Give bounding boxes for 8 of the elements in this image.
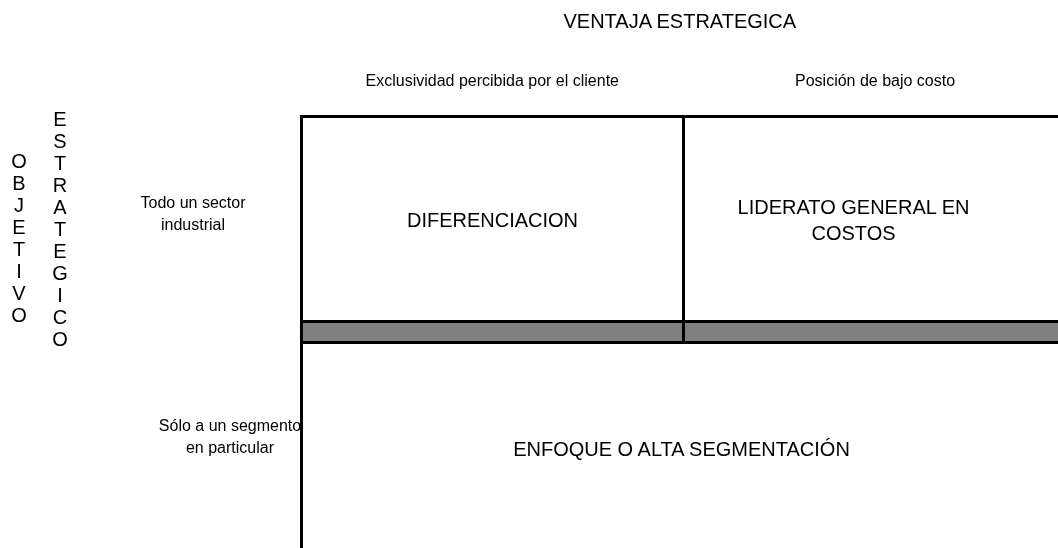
column-header: Posición de bajo costo xyxy=(795,72,956,90)
strategy-cell: ENFOQUE O ALTA SEGMENTACIÓN xyxy=(300,344,1058,548)
row-header: Todo un sector industrial xyxy=(139,193,247,235)
axis-title: ESTRATEGICO xyxy=(49,108,71,350)
column-header: Exclusividad percibida por el cliente xyxy=(365,72,619,90)
axis-title: VENTAJA ESTRATEGICA xyxy=(563,10,797,33)
row-header: Sólo a un segmento en particular xyxy=(157,416,303,458)
axis-title: OBJETIVO xyxy=(8,150,30,326)
